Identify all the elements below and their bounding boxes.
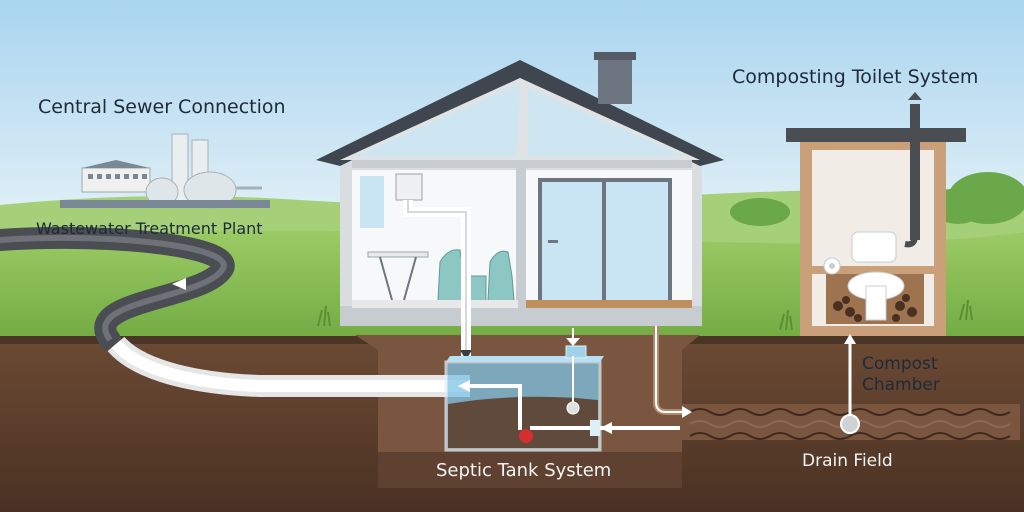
treatment-plant — [60, 133, 270, 209]
composting-toilet-label: Composting Toilet System — [732, 66, 979, 88]
septic-tank-label: Septic Tank System — [436, 460, 612, 481]
treatment-plant-label: Wastewater Treatment Plant — [36, 219, 263, 238]
flow-arrow-down — [460, 350, 472, 360]
compost-chamber-label: Compost Chamber — [862, 354, 940, 395]
flow-arrow-left — [600, 422, 612, 434]
trees — [730, 172, 1024, 226]
central-sewer-label: Central Sewer Connection — [38, 96, 286, 118]
grass-tufts — [317, 299, 973, 331]
flow-arrow-sewer — [172, 278, 186, 290]
septic-tank — [444, 328, 604, 452]
house — [316, 52, 724, 326]
drain-field-junction — [840, 414, 860, 434]
drain-field-label: Drain Field — [802, 451, 893, 471]
composting-toilet-outhouse — [786, 92, 966, 336]
